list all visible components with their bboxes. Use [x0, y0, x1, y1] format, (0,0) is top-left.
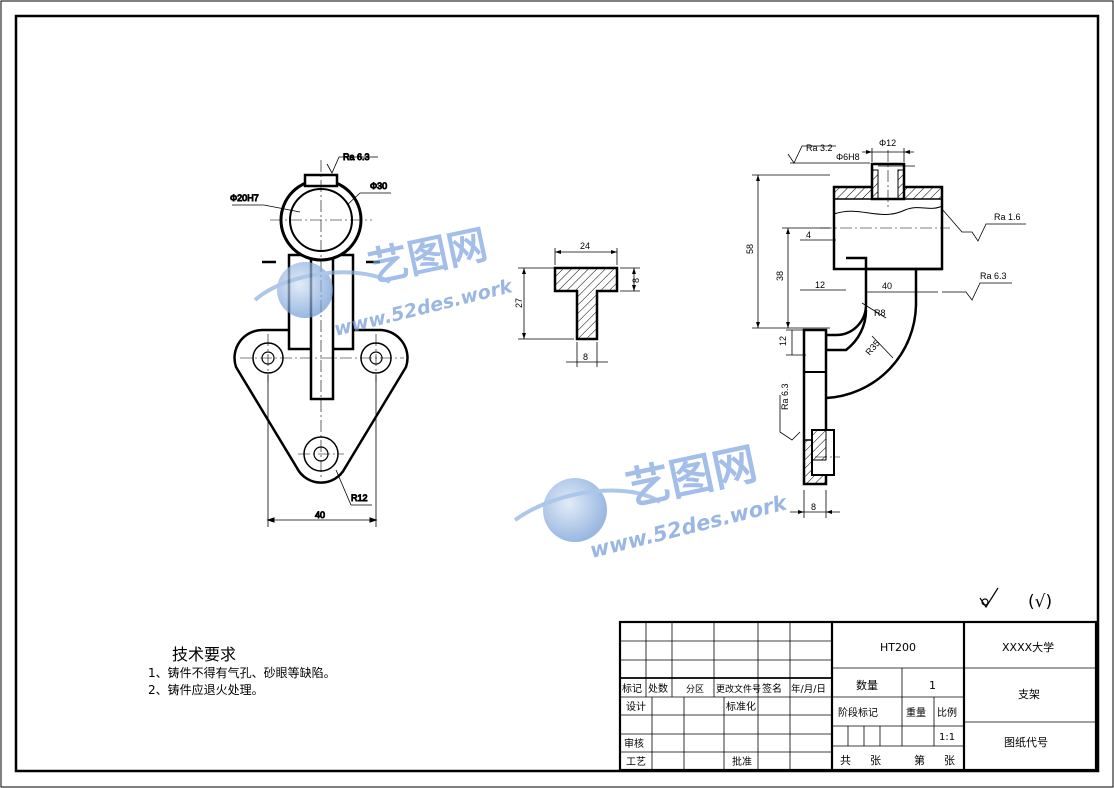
watermark-2: 艺图网 www.52des.work	[513, 438, 791, 563]
total-sheets-label: 共	[840, 754, 851, 767]
side-dim-40: 40	[882, 281, 892, 291]
section-stem-width: 8	[583, 352, 588, 362]
side-radius-r35: R35	[864, 338, 882, 357]
scale-label: 比例	[937, 706, 957, 719]
front-outer-dia: Φ30	[370, 181, 387, 191]
tech-req-item-2: 2、铸件应退火处理。	[148, 682, 264, 697]
side-height-mid: 38	[775, 271, 785, 281]
design-label: 设计	[626, 700, 646, 713]
process-label: 工艺	[626, 756, 646, 768]
front-view: Φ20H7 Φ30 Ra 6.3 R12 40	[230, 152, 409, 527]
header-count: 处数	[648, 682, 668, 695]
header-zone: 分区	[686, 684, 704, 695]
side-dim-12-v: 12	[778, 336, 788, 346]
tech-req-item-1: 1、铸件不得有气孔、砂眼等缺陷。	[148, 665, 336, 680]
tech-req-title: 技术要求	[172, 645, 236, 664]
section-flange-height: 8	[631, 278, 641, 283]
stage-label: 阶段标记	[838, 706, 878, 719]
side-ra-right-1: Ra 1.6	[994, 212, 1021, 222]
front-hole-fit: Φ20H7	[230, 193, 259, 203]
side-ra-right-2: Ra 6.3	[980, 271, 1007, 281]
globe-icon	[543, 478, 607, 542]
side-view: Ra 3.2 Φ6H8 Φ12 Ra 1.6 Ra 6.3 Ra 6.3 58 …	[745, 138, 1026, 518]
scale-value: 1:1	[939, 732, 955, 743]
front-radius: R12	[351, 493, 368, 503]
technical-requirements: 技术要求 1、铸件不得有气孔、砂眼等缺陷。 2、铸件应退火处理。	[148, 645, 336, 697]
section-top-width: 24	[580, 241, 590, 251]
side-thickness: 8	[811, 502, 816, 512]
section-view: 24 8 27 8	[514, 241, 641, 367]
weight-label: 重量	[906, 706, 926, 719]
sheet-label: 第	[914, 753, 925, 767]
material: HT200	[880, 641, 916, 654]
sheets-unit-1: 张	[870, 754, 881, 767]
front-width: 40	[315, 510, 325, 520]
school-name: XXXX大学	[1002, 640, 1054, 654]
header-mark: 标记	[622, 683, 642, 695]
front-ra-top: Ra 6.3	[343, 152, 370, 162]
side-dim-12-h: 12	[815, 280, 825, 290]
watermark-brand-1: 艺图网	[365, 222, 492, 292]
side-ra-top: Ra 3.2	[806, 143, 833, 153]
standardize-label: 标准化	[726, 700, 756, 713]
quantity-label: 数量	[856, 679, 878, 692]
sheets-unit-2: 张	[944, 754, 955, 767]
header-sign: 签名	[762, 682, 782, 695]
side-radius-r8: R8	[874, 308, 886, 318]
title-block-text: HT200 XXXX大学 支架 图纸代号 数量 1 阶段标记 重量 比例 1:1…	[622, 640, 1054, 768]
side-boss: Φ12	[879, 138, 896, 148]
surface-note: (√)	[1028, 592, 1052, 612]
section-total-height: 27	[514, 298, 524, 308]
watermark-url-1: www.52des.work	[332, 275, 516, 341]
globe-icon	[277, 262, 333, 318]
header-date: 年/月/日	[791, 683, 826, 695]
title-block	[618, 620, 1098, 772]
general-roughness-note: (√)	[979, 587, 1052, 612]
part-name: 支架	[1018, 688, 1040, 701]
side-dim-4: 4	[806, 230, 811, 240]
side-ra-left: Ra 6.3	[780, 383, 790, 410]
side-height-total: 58	[745, 244, 755, 254]
quantity-value: 1	[929, 679, 936, 692]
side-hole: Φ6H8	[836, 152, 860, 162]
approve-label: 批准	[732, 755, 752, 768]
drawing-no-label: 图纸代号	[1004, 736, 1048, 749]
header-change-doc: 更改文件号	[716, 683, 761, 695]
inner-border	[14, 14, 1100, 773]
review-label: 审核	[624, 737, 644, 750]
